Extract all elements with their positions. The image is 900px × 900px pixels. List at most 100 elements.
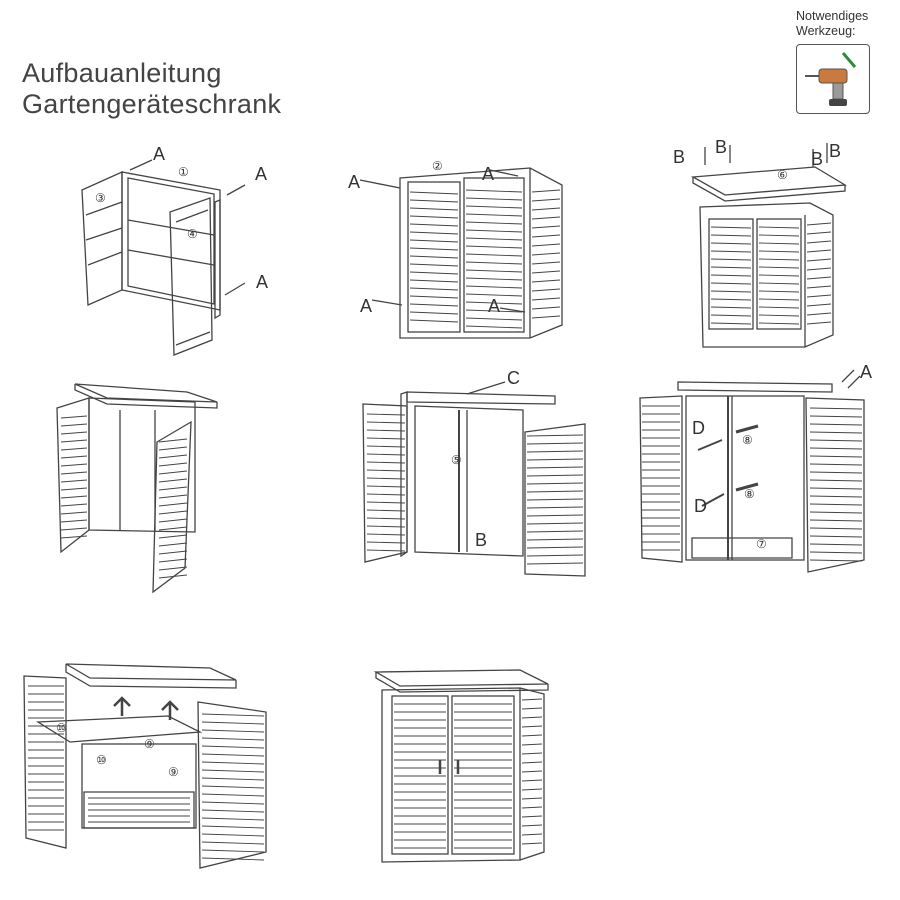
louver-slat — [758, 250, 800, 253]
louver-slat — [201, 833, 265, 837]
louver-slat — [409, 279, 459, 283]
louver-slat — [158, 494, 188, 499]
louver-slat — [409, 231, 459, 235]
louver-slat — [60, 535, 88, 539]
louver-slat — [465, 325, 523, 329]
louver-slat — [531, 189, 561, 193]
part-5: ⑤ — [451, 453, 462, 467]
louver-slat — [60, 415, 88, 419]
part-7: ⑦ — [756, 537, 767, 551]
louver-slat — [60, 479, 88, 483]
louver-slat — [521, 698, 543, 701]
louver-slat — [526, 482, 584, 485]
louver-slat — [366, 445, 406, 448]
louver-slat — [526, 554, 584, 557]
louver-slat — [521, 716, 543, 719]
louver-slat — [366, 509, 406, 512]
louver-slat — [710, 242, 752, 245]
louver-slat — [806, 222, 832, 226]
louver-slat — [521, 734, 543, 737]
louver-slat — [201, 809, 265, 813]
louver-slat — [809, 431, 863, 434]
louver-slat — [158, 574, 188, 579]
louver-slat — [158, 550, 188, 555]
louver-slat — [409, 311, 459, 315]
louver-slat — [531, 252, 561, 256]
louver-slat — [465, 309, 523, 313]
part-6: ⑥ — [777, 168, 788, 182]
louver-slat — [809, 503, 863, 506]
tools-caption-line-1: Notwendiges — [796, 9, 869, 23]
louver-slat — [201, 793, 265, 797]
louver-slat — [710, 298, 752, 301]
louver-slat — [409, 287, 459, 291]
louver-slat — [201, 769, 265, 773]
louver-slat — [366, 493, 406, 496]
part-10-upper: ⑩ — [56, 721, 67, 735]
louver-slat — [531, 315, 561, 319]
louver-slat — [521, 725, 543, 728]
left-door — [23, 675, 67, 849]
louver-slat — [809, 407, 863, 410]
louver-slat — [409, 303, 459, 307]
louver-slat — [201, 761, 265, 765]
label-a: A — [860, 362, 872, 382]
louver-slat — [201, 713, 265, 717]
louver-slat — [158, 478, 188, 483]
louver-slat — [465, 293, 523, 297]
step-4-doors-hinged — [56, 383, 218, 594]
louver-slat — [526, 474, 584, 477]
louver-slat — [201, 849, 265, 853]
label-a-2: A — [255, 164, 267, 184]
louver-slat — [366, 421, 406, 424]
louver-slat — [526, 458, 584, 461]
louver-slat — [201, 721, 265, 725]
label-a-3: A — [256, 272, 268, 292]
louver-slat — [158, 534, 188, 539]
louver-slat — [531, 198, 561, 202]
front-left-louvers — [407, 181, 461, 333]
louver-slat — [60, 431, 88, 435]
louver-slat — [60, 439, 88, 443]
louver-slat — [806, 267, 832, 271]
louver-slat — [409, 215, 459, 219]
louver-slat — [409, 255, 459, 259]
louver-slat — [710, 258, 752, 261]
louver-slat — [366, 437, 406, 440]
louver-slat — [465, 285, 523, 289]
louver-slat — [409, 191, 459, 195]
louver-slat — [465, 245, 523, 249]
louver-slat — [521, 761, 543, 764]
louver-slat — [158, 526, 188, 531]
part-9-lower: ⑨ — [168, 765, 179, 779]
louver-slat — [806, 285, 832, 289]
louver-slat — [806, 240, 832, 244]
louver-slat — [758, 242, 800, 245]
louver-slat — [526, 506, 584, 509]
step-6-shelf-rails: A D D ⑧ ⑧ ⑦ — [639, 362, 872, 573]
louver-slat — [60, 447, 88, 451]
right-door — [524, 423, 586, 577]
right-door — [805, 397, 865, 573]
louver-slat — [201, 825, 265, 829]
louver-slat — [521, 797, 543, 800]
louver-slat — [710, 306, 752, 309]
louver-slat — [465, 221, 523, 225]
louver-slat — [465, 317, 523, 321]
louver-slat — [465, 213, 523, 217]
louver-slat — [758, 274, 800, 277]
left-door — [56, 397, 90, 554]
louver-slat — [366, 533, 406, 536]
right-door — [451, 695, 515, 855]
louver-slat — [158, 470, 188, 475]
louver-slat — [201, 753, 265, 757]
louver-slat — [366, 541, 406, 544]
louver-slat — [158, 518, 188, 523]
louver-slat — [465, 237, 523, 241]
left-door — [362, 403, 408, 563]
part-4: ④ — [187, 227, 198, 241]
louver-slat — [366, 501, 406, 504]
louver-slat — [806, 258, 832, 262]
louver-slat — [710, 322, 752, 325]
louver-slat — [366, 477, 406, 480]
